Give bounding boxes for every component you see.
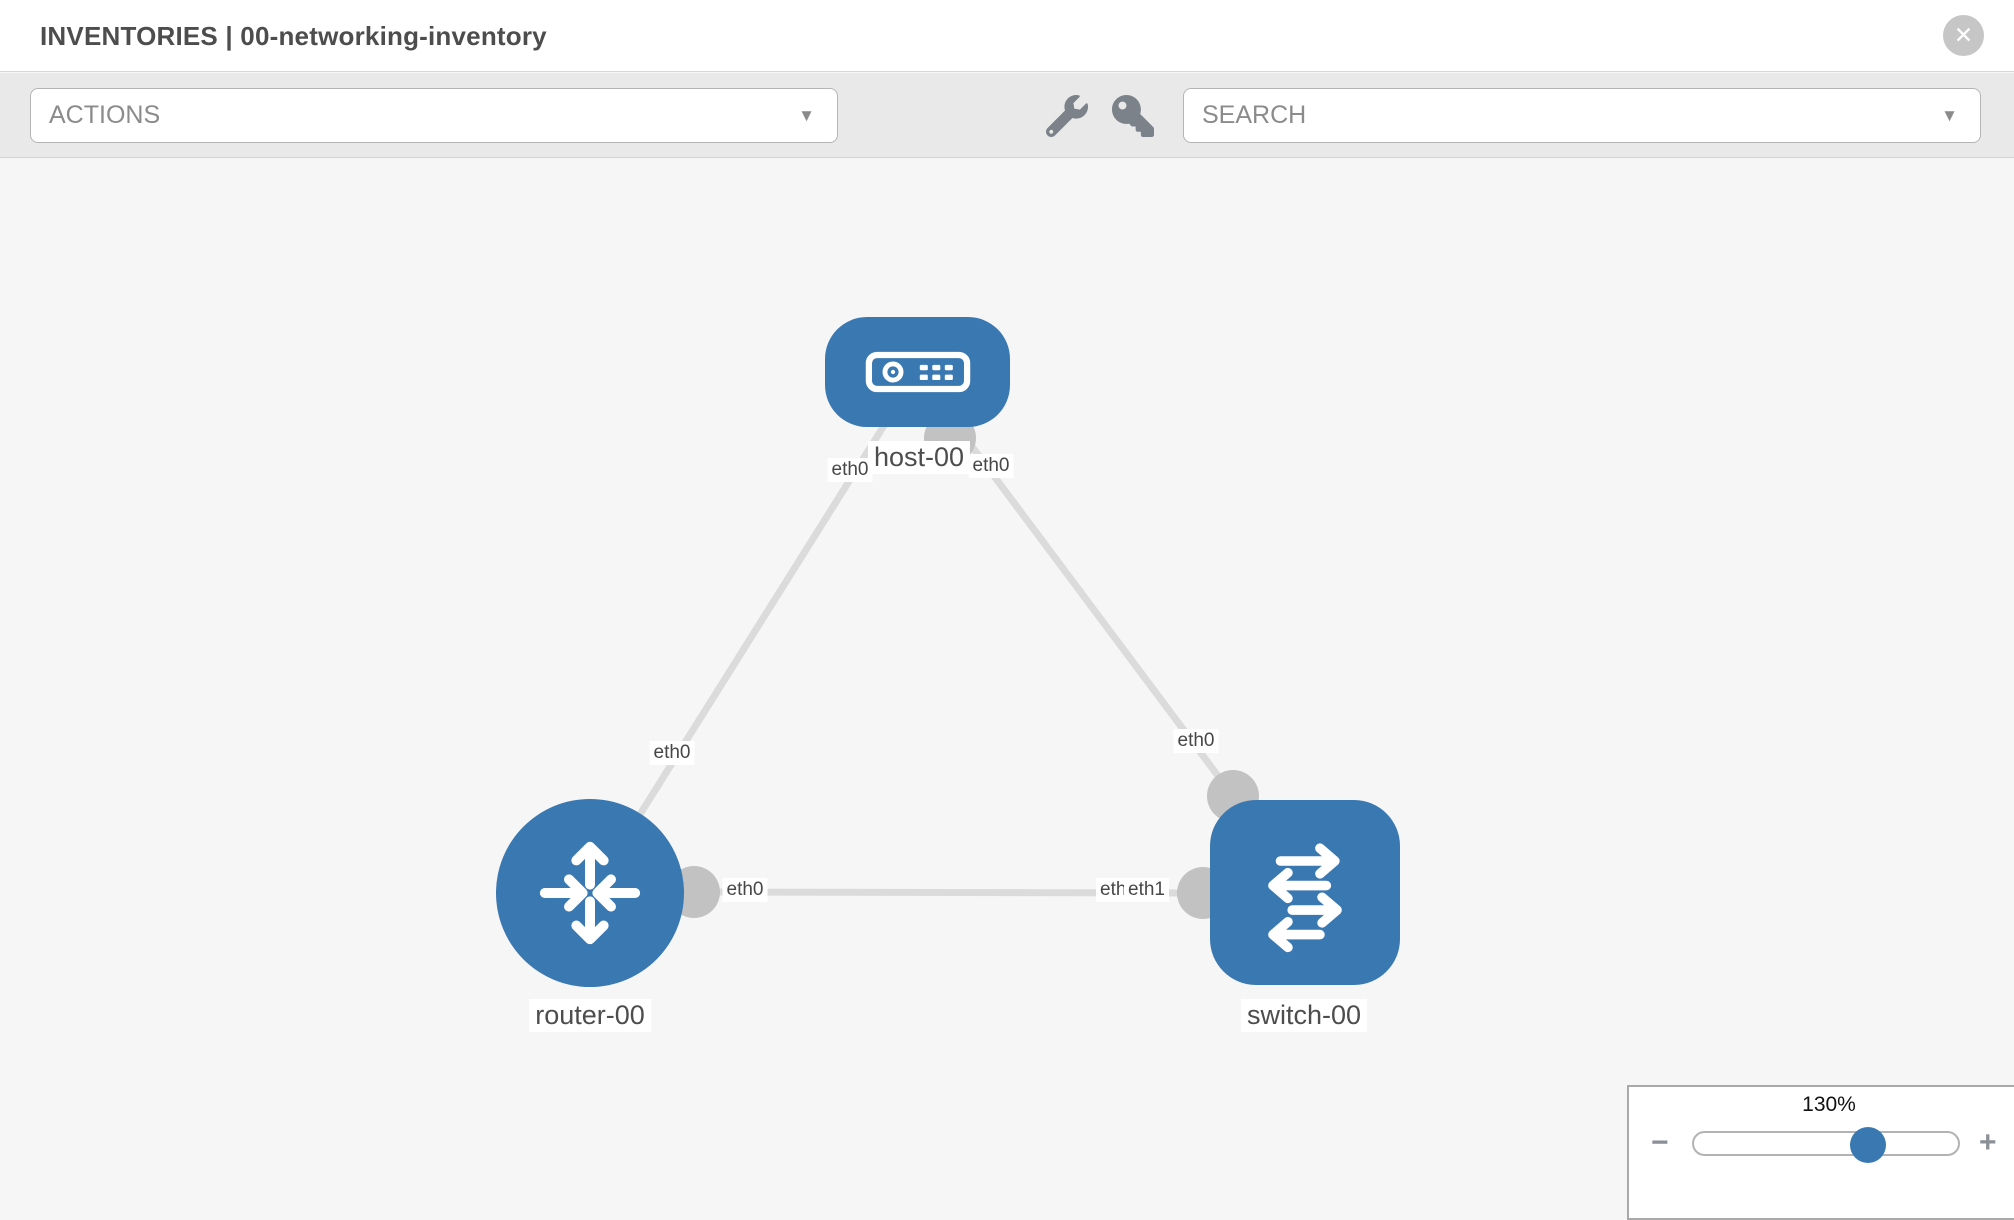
topology-canvas[interactable]: eth0 eth0 eth0 eth0 eth0 eth0 eth1 host-… bbox=[0, 159, 2014, 1200]
port-label-switch-eth1: eth1 bbox=[1124, 878, 1169, 902]
server-icon bbox=[865, 351, 970, 393]
actions-dropdown[interactable]: ACTIONS ▼ bbox=[30, 88, 838, 143]
port-label-host-left: eth0 bbox=[827, 458, 873, 482]
search-dropdown[interactable]: SEARCH ▼ bbox=[1183, 88, 1981, 143]
page-title: INVENTORIES | 00-networking-inventory bbox=[40, 21, 547, 51]
zoom-level-value: 130% bbox=[1802, 1093, 1856, 1116]
zoom-panel: 130% − + bbox=[1627, 1085, 2014, 1220]
zoom-in-button[interactable]: + bbox=[1979, 1126, 1997, 1159]
header-bar: INVENTORIES | 00-networking-inventory ✕ bbox=[0, 0, 2014, 72]
close-icon: ✕ bbox=[1953, 22, 1974, 48]
port-label-router-right: eth0 bbox=[722, 878, 768, 902]
actions-dropdown-label: ACTIONS bbox=[49, 101, 161, 129]
search-placeholder: SEARCH bbox=[1202, 101, 1307, 129]
zoom-slider-track[interactable] bbox=[1692, 1127, 1960, 1163]
switch-icon bbox=[1268, 842, 1342, 952]
links-layer bbox=[587, 370, 1259, 919]
toolbar: ACTIONS ▼ SEARCH ▼ bbox=[0, 73, 2014, 158]
zoom-slider-handle[interactable] bbox=[1850, 1127, 1886, 1163]
port-label-host-right: eth0 bbox=[968, 454, 1014, 478]
node-label-host: host-00 bbox=[867, 441, 971, 474]
router-icon bbox=[539, 841, 641, 945]
port-label-link-host-switch: eth0 bbox=[1173, 729, 1219, 753]
node-router-00[interactable] bbox=[496, 799, 684, 987]
node-switch-00[interactable] bbox=[1210, 800, 1400, 985]
zoom-out-button[interactable]: − bbox=[1651, 1126, 1669, 1159]
wrench-icon[interactable] bbox=[1045, 95, 1088, 138]
node-label-router: router-00 bbox=[529, 999, 651, 1032]
close-button[interactable]: ✕ bbox=[1943, 15, 1984, 56]
chevron-down-icon: ▼ bbox=[1941, 106, 1958, 125]
key-icon[interactable] bbox=[1112, 95, 1154, 137]
node-label-switch: switch-00 bbox=[1240, 999, 1368, 1032]
port-label-link-host-router: eth0 bbox=[649, 741, 695, 765]
node-host-00[interactable] bbox=[825, 317, 1010, 427]
chevron-down-icon: ▼ bbox=[798, 106, 815, 125]
